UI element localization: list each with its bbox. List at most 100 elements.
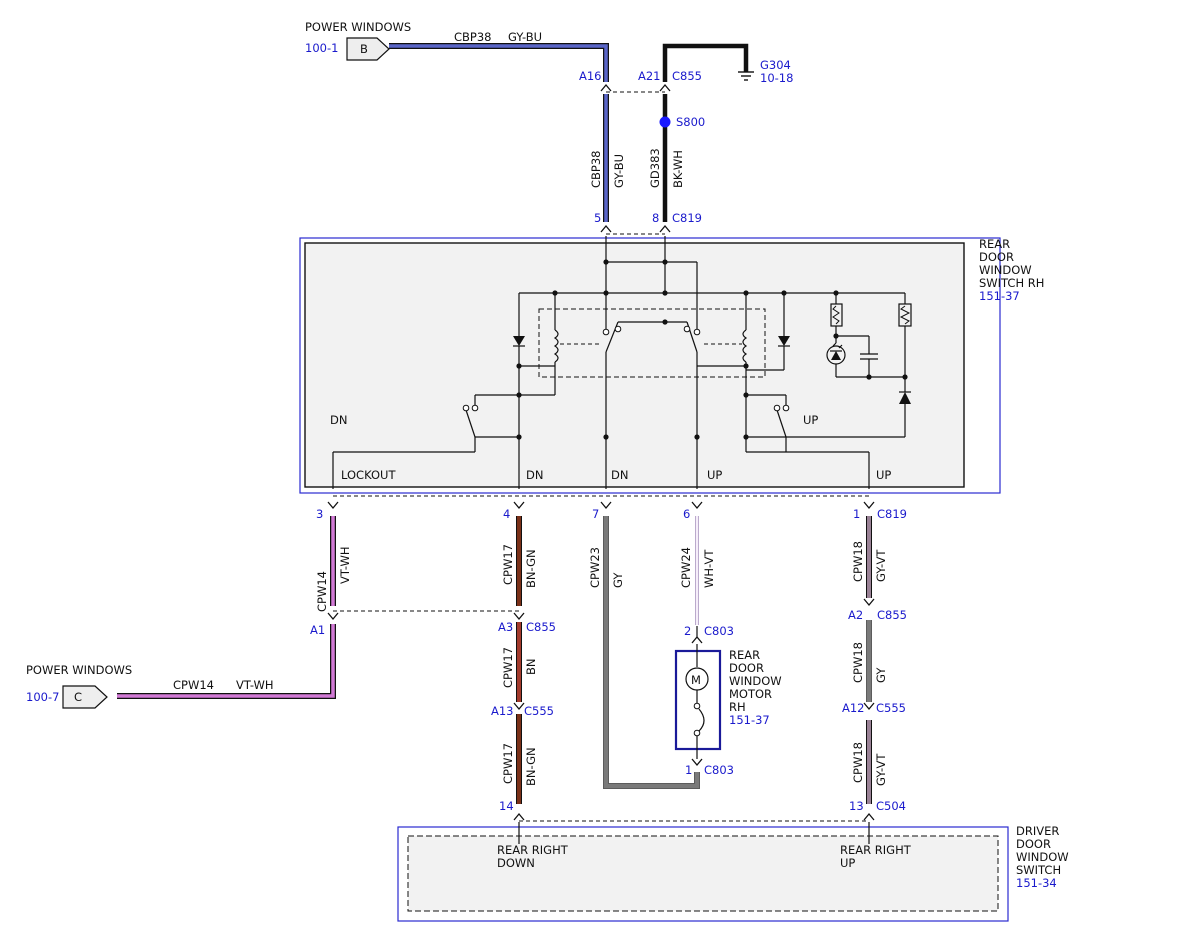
wire-cpw17-a-circuit: CPW17 (501, 544, 515, 585)
pin-14: 14 (499, 799, 514, 813)
wire-cpw18-b-circuit: CPW18 (851, 642, 865, 683)
junction-dots (516, 259, 908, 440)
wire-vt-h-circuit: CPW14 (173, 678, 214, 692)
relay-enclosure (538, 308, 766, 378)
driver-switch-name-2: DOOR (1016, 837, 1051, 851)
pin-a3: A3 (498, 620, 513, 634)
wire-vt-h-outline (117, 624, 336, 699)
pin-6: 6 (683, 507, 690, 521)
pin-1: 1 (853, 507, 860, 521)
wire-cpw23 (604, 516, 699, 788)
top-connector-ref: 100-1 (305, 41, 338, 55)
splice-s800-dot (659, 116, 671, 128)
pin-5: 5 (594, 211, 601, 225)
motor-name-line5: RH (729, 700, 746, 714)
diode-lower-right (899, 392, 911, 404)
wire-gd383-v-color: BK-WH (671, 150, 685, 188)
wire-cpw17-a-color: BN-GN (524, 549, 538, 588)
pin-4: 4 (503, 507, 510, 521)
wire-cpw14-v-color: VT-WH (338, 546, 352, 584)
conn-c819-top: C819 (672, 211, 702, 225)
pin-a1: A1 (310, 623, 325, 637)
pin-arrow-a2 (863, 598, 875, 607)
motor-name-line1: REAR (729, 648, 760, 662)
connector-b-body (346, 37, 390, 61)
connector-b-pin: B (360, 42, 368, 56)
pin-a13: A13 (491, 704, 514, 718)
wire-cpw24-color: WH-VT (702, 549, 716, 588)
driver-switch-name-3: WINDOW (1016, 850, 1069, 864)
motor-ref: 151-37 (729, 713, 770, 727)
wire-cpw14-v-circuit: CPW14 (315, 571, 329, 612)
pin-7: 7 (592, 507, 599, 521)
driver-switch-ref: 151-34 (1016, 876, 1057, 890)
conn-c819-bottom: C819 (877, 507, 907, 521)
pin-m1: 1 (685, 763, 692, 777)
conn-c855-right: C855 (877, 608, 907, 622)
switch-label-up-right: UP (803, 413, 818, 427)
switch-label-dn1: DN (526, 468, 543, 482)
diode-right (778, 336, 790, 346)
switch-module-inner (304, 242, 965, 488)
wire-cbp38-top-outline (389, 43, 609, 82)
pin-a2: A2 (848, 608, 863, 622)
pin-arrow-a3 (513, 612, 525, 621)
ground-id: G304 (760, 58, 791, 72)
pin-3: 3 (316, 507, 323, 521)
switch-name-line2: DOOR (979, 250, 1014, 264)
wire-cpw17-c-color: BN-GN (524, 747, 538, 786)
wire-cpw24-circuit: CPW24 (679, 547, 693, 588)
conn-c555-right: C555 (876, 701, 906, 715)
ground-ref: 10-18 (760, 71, 793, 85)
driver-switch-inner (407, 835, 999, 912)
pin-a12: A12 (842, 701, 865, 715)
driver-left-label-1: REAR RIGHT (497, 843, 569, 857)
wire-top-color: GY-BU (508, 30, 542, 44)
pin-arrow-a13 (513, 702, 525, 711)
conn-c504: C504 (876, 799, 906, 813)
resistor-1-zigzag (832, 305, 840, 325)
motor-contact-2 (693, 729, 701, 737)
pin-arrow-5 (600, 224, 612, 233)
pin-arrow-8 (659, 224, 671, 233)
switch-name-line3: WINDOW (979, 263, 1032, 277)
conn-c803-bottom: C803 (704, 763, 734, 777)
driver-switch-name-4: SWITCH (1016, 863, 1061, 877)
diode-left (513, 336, 525, 346)
left-connector-ref: 100-7 (26, 690, 59, 704)
pin-arrow-a21 (659, 83, 671, 92)
driver-right-label-1: REAR RIGHT (840, 843, 912, 857)
wire-cpw18-c-circuit: CPW18 (851, 742, 865, 783)
pin-arrow-13 (863, 812, 875, 821)
conn-c855-mid: C855 (526, 620, 556, 634)
splice-s800-label: S800 (676, 115, 705, 129)
switch-label-dn-left: DN (330, 413, 347, 427)
motor-name-line3: WINDOW (729, 674, 782, 688)
switch-label-up1: UP (707, 468, 722, 482)
top-connector-title: POWER WINDOWS (305, 20, 411, 34)
c819-bottom-arrows (327, 501, 875, 510)
motor-contact-1 (693, 702, 701, 710)
motor-symbol-text: M (691, 673, 701, 687)
switch-label-lockout: LOCKOUT (341, 468, 396, 482)
driver-switch-outer (397, 826, 1009, 922)
wire-cpw18-a-color: GY-VT (874, 549, 888, 582)
pin-arrow-a16 (600, 83, 612, 92)
pin-a21: A21 (638, 69, 661, 83)
conn-c855-top: C855 (672, 69, 702, 83)
pin-13: 13 (849, 799, 864, 813)
switch-name-line1: REAR (979, 237, 1010, 251)
resistor-2-zigzag (899, 305, 911, 325)
left-connector-title: POWER WINDOWS (26, 663, 132, 677)
switch-label-up2: UP (876, 468, 891, 482)
pin-m2: 2 (684, 624, 691, 638)
wire-vt-h (117, 624, 335, 698)
wire-cpw18-a-circuit: CPW18 (851, 541, 865, 582)
wire-cbp38-v-color: GY-BU (612, 154, 626, 188)
wire-top-circuit: CBP38 (454, 30, 492, 44)
wire-cpw17-b-color: BN (524, 659, 538, 676)
led-triangle (831, 351, 841, 360)
wire-gd383-v-circuit: GD383 (648, 148, 662, 188)
driver-right-label-2: UP (840, 856, 855, 870)
